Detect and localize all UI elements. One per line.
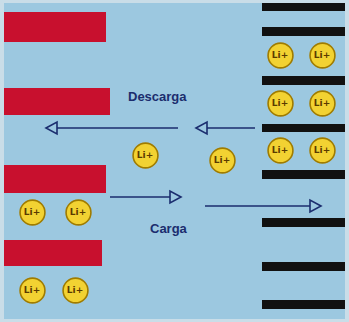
ion-symbol: Li+ — [314, 99, 330, 108]
lithium-ion: Li+ — [209, 147, 236, 174]
ion-symbol: Li+ — [24, 286, 40, 295]
ion-symbol: Li+ — [272, 146, 288, 155]
ion-symbol: Li+ — [314, 146, 330, 155]
anode-layers — [262, 3, 345, 309]
ion-symbol: Li+ — [137, 151, 153, 160]
lithium-ion: Li+ — [19, 277, 46, 304]
flow-label: Carga — [150, 221, 187, 236]
electrolyte-ground — [4, 3, 345, 319]
lithium-ion: Li+ — [267, 90, 294, 117]
ion-symbol: Li+ — [272, 51, 288, 60]
lithium-ion: Li+ — [309, 42, 336, 69]
lithium-ion: Li+ — [309, 90, 336, 117]
lithium-ion: Li+ — [65, 199, 92, 226]
ion-symbol: Li+ — [70, 208, 86, 217]
lithium-ion: Li+ — [267, 42, 294, 69]
ion-symbol: Li+ — [67, 286, 83, 295]
flow-arrows — [46, 122, 321, 212]
lithium-ion: Li+ — [19, 199, 46, 226]
lithium-ion: Li+ — [309, 137, 336, 164]
ion-symbol: Li+ — [24, 208, 40, 217]
ion-symbol: Li+ — [214, 156, 230, 165]
flow-label: Descarga — [128, 89, 187, 104]
lithium-ion: Li+ — [62, 277, 89, 304]
ion-symbol: Li+ — [314, 51, 330, 60]
ion-symbol: Li+ — [272, 99, 288, 108]
cathode-layers — [4, 12, 110, 266]
lithium-ion: Li+ — [132, 142, 159, 169]
lithium-ion: Li+ — [267, 137, 294, 164]
